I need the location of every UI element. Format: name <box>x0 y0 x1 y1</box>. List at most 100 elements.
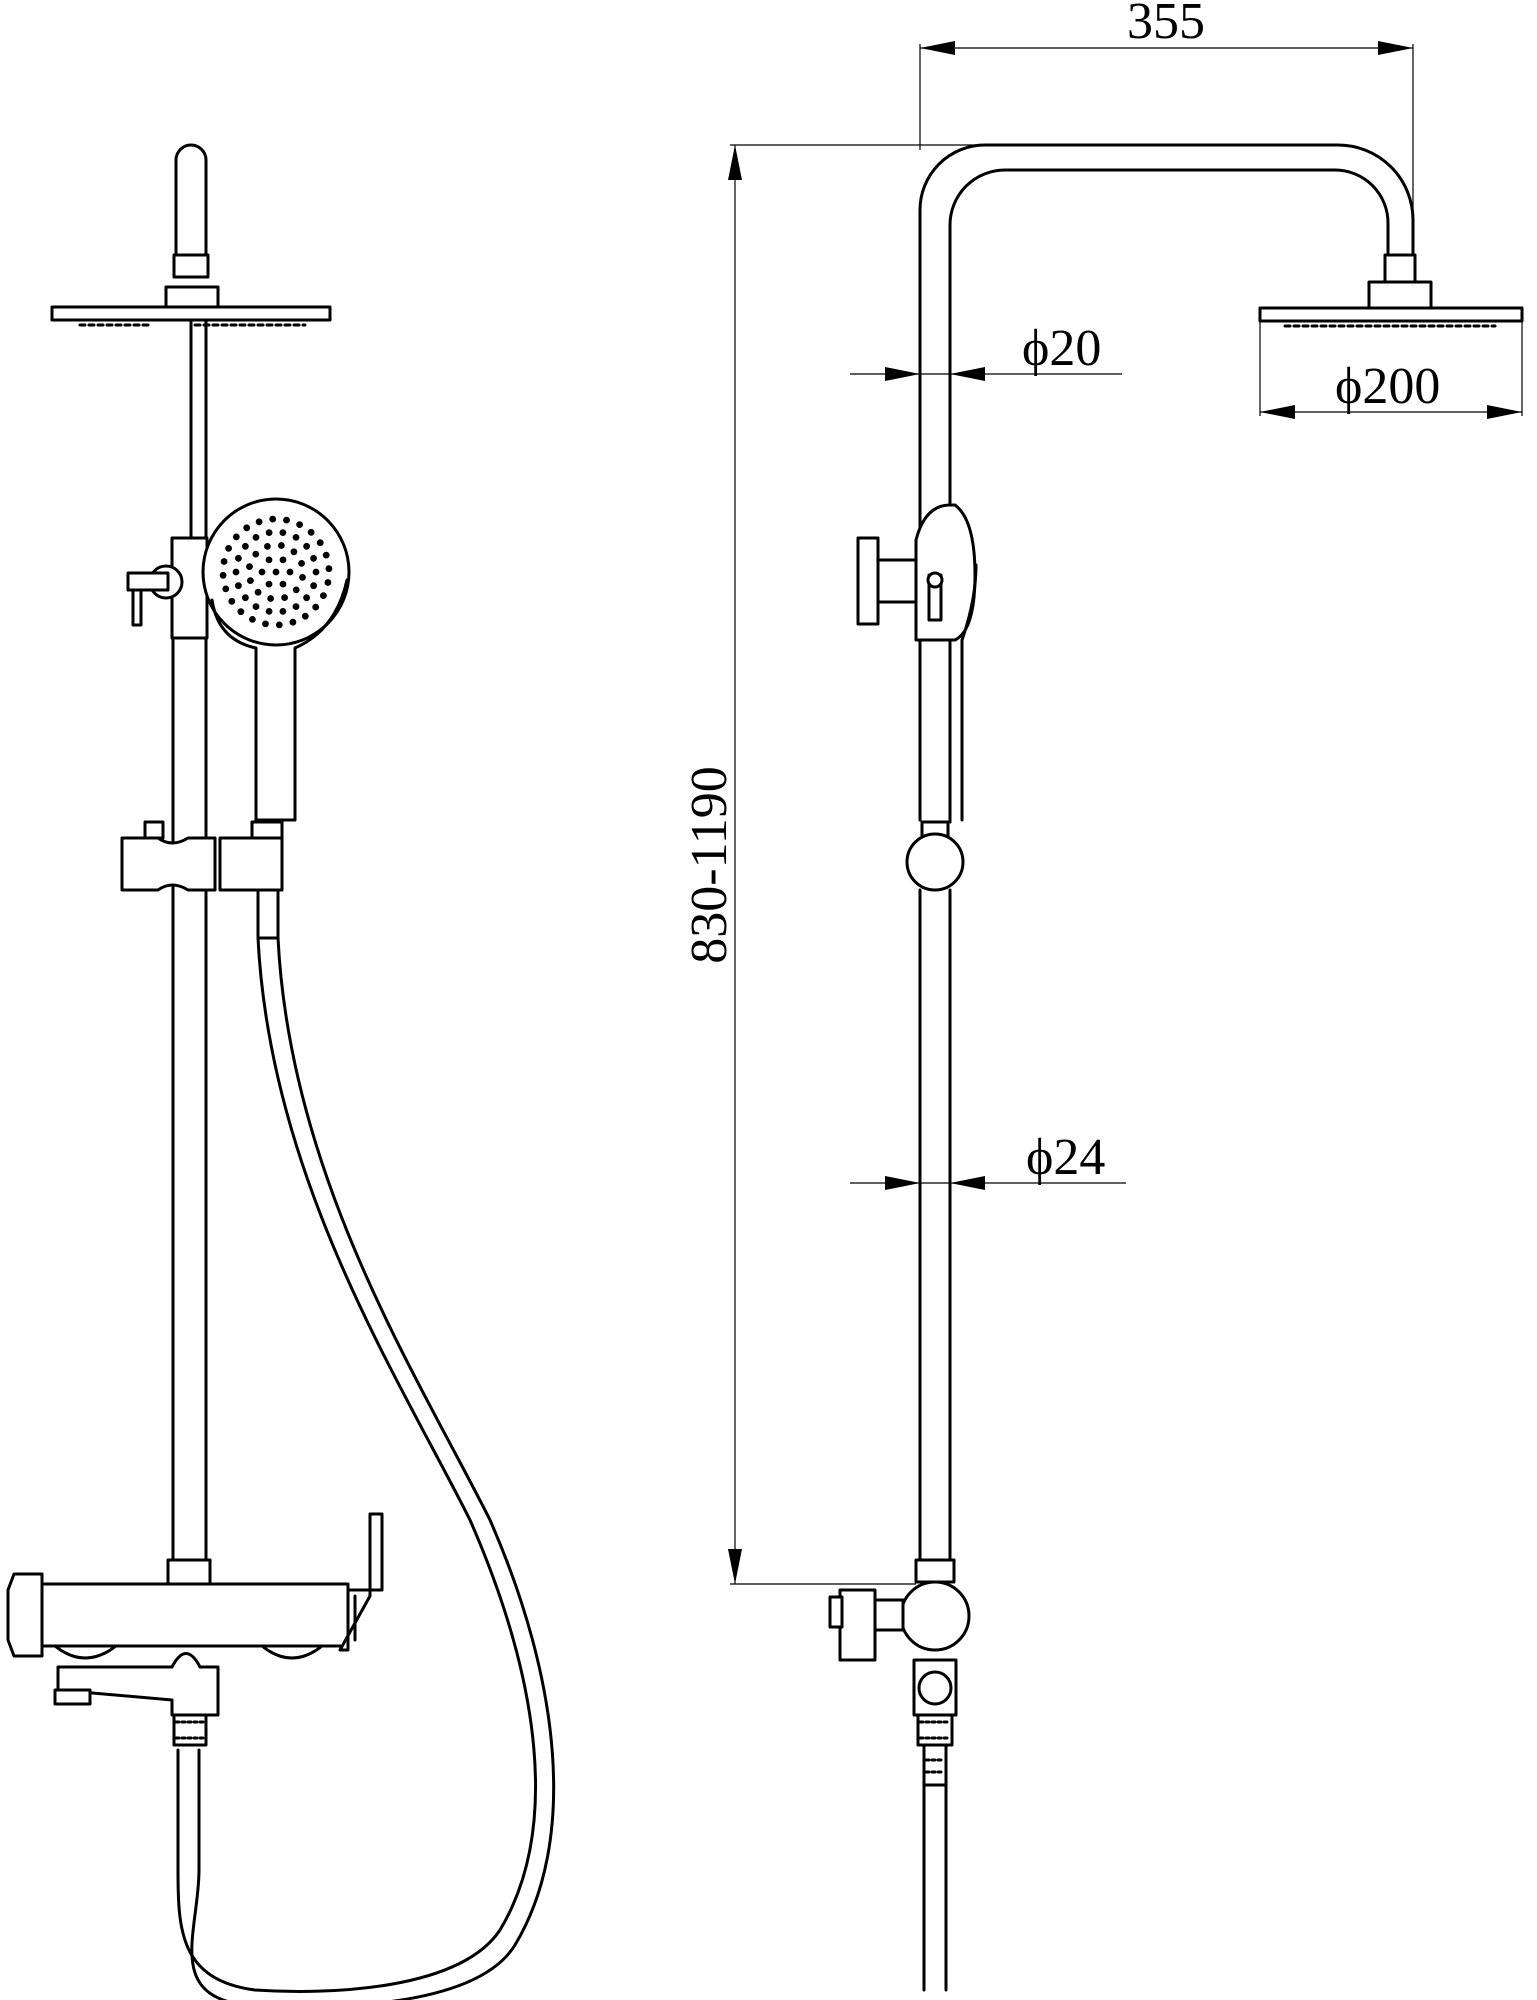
front-top-connector <box>172 253 210 279</box>
nozzle-dot <box>247 577 254 584</box>
dim-phi200-arrow-left <box>1260 405 1295 419</box>
front-mixer-handle <box>338 1512 384 1652</box>
side-hose-sleeve <box>922 1743 948 1787</box>
nozzle-dot <box>292 534 300 541</box>
dim-phi200-arrow-right <box>1487 405 1522 419</box>
nozzle-dot <box>272 568 280 576</box>
nozzle-dot <box>283 516 290 524</box>
nozzle-dot <box>265 529 273 536</box>
nozzle-dot <box>255 518 263 526</box>
nozzle-dot <box>269 515 277 523</box>
nozzle-dot <box>237 608 245 616</box>
nozzle-dot <box>242 542 249 550</box>
front-holder-clip <box>250 820 284 840</box>
nozzle-dot <box>254 588 262 596</box>
dim-355-arrow-right <box>1378 41 1413 55</box>
dim-height-arrow-bottom <box>728 1549 742 1584</box>
nozzle-dot <box>264 543 271 550</box>
side-mixer-body <box>899 1580 971 1652</box>
nozzle-dot <box>265 608 273 615</box>
dimension-lines: 355 ϕ20 ϕ200 830-1190 ϕ24 <box>681 0 1523 1585</box>
side-head-connector <box>1383 253 1417 284</box>
front-mixer-end-cap <box>6 1572 44 1658</box>
nozzle-dot <box>290 548 298 556</box>
front-rain-head-plate <box>50 305 332 322</box>
nozzle-dot <box>228 597 236 605</box>
nozzle-dot <box>301 612 309 620</box>
nozzle-dot <box>262 620 269 628</box>
dim-phi20-arrow-right <box>950 367 985 381</box>
nozzle-dot <box>303 542 310 550</box>
nozzle-dot <box>299 574 306 581</box>
front-diverter-lever <box>131 588 143 627</box>
side-head-mount <box>1367 280 1433 310</box>
nozzle-dot <box>316 539 324 547</box>
front-top-cap <box>174 143 208 257</box>
nozzle-dot <box>292 586 300 594</box>
nozzle-dot <box>310 582 317 590</box>
side-hose-sleeve-thread <box>924 1758 946 1774</box>
nozzle-dot <box>232 533 240 541</box>
side-mixer-handle <box>838 1588 877 1662</box>
side-diverter-body <box>914 503 977 642</box>
front-mixer-wall-bump-right <box>260 1644 324 1660</box>
nozzle-dot <box>252 534 260 541</box>
front-hose-inner <box>190 936 556 2000</box>
nozzle-dot <box>267 595 274 602</box>
front-hand-shower-outline <box>210 578 349 822</box>
nozzle-dot <box>281 594 288 601</box>
nozzle-dot <box>303 594 310 602</box>
nozzle-dot <box>279 608 287 615</box>
nozzle-dot <box>286 568 294 576</box>
nozzle-dot <box>320 592 327 599</box>
nozzle-dot <box>279 580 287 588</box>
front-hose-nut-thread <box>174 1720 206 1740</box>
nozzle-dot <box>278 542 285 549</box>
side-arm-inner <box>948 168 1390 532</box>
front-mixer-body <box>40 1582 350 1648</box>
nozzle-dot <box>279 556 287 564</box>
side-rain-head-plate <box>1258 306 1524 323</box>
nozzle-dot <box>252 550 260 558</box>
nozzle-dot <box>265 580 273 588</box>
nozzle-dot <box>275 621 283 629</box>
front-riser-lower-connector <box>166 1558 212 1586</box>
nozzle-dot <box>219 571 227 579</box>
side-hose-nut-thread <box>918 1720 952 1740</box>
side-riser-connector <box>914 1558 956 1584</box>
front-spout-tip <box>53 1688 92 1706</box>
nozzle-dot <box>296 521 303 528</box>
nozzle-dot <box>246 563 253 570</box>
side-slider-knob <box>905 832 965 892</box>
side-hose <box>922 1783 948 1992</box>
nozzle-dot <box>243 524 251 532</box>
nozzle-dot <box>298 560 305 567</box>
nozzle-dot <box>322 551 330 559</box>
dim-355-arrow-left <box>920 41 955 55</box>
dim-phi200-label: ϕ200 <box>1335 358 1440 415</box>
front-slider-screw <box>143 820 165 840</box>
nozzle-dot <box>242 594 249 602</box>
side-arm-outer <box>918 143 1415 532</box>
nozzle-dot <box>310 554 317 562</box>
nozzle-dot <box>324 579 332 586</box>
front-hose-outer <box>176 936 538 1993</box>
dim-height-arrow-top <box>728 145 742 180</box>
front-mixer-wall-bump-left <box>53 1644 118 1660</box>
nozzle-dot <box>235 582 242 590</box>
nozzle-dot <box>292 603 300 610</box>
dim-phi20-label: ϕ20 <box>1022 320 1101 377</box>
nozzle-dot <box>235 554 242 562</box>
side-diverter-lever-knob <box>926 571 944 589</box>
nozzle-dot <box>220 558 228 565</box>
front-view <box>6 143 556 2000</box>
side-mixer-handle-cap <box>828 1595 844 1629</box>
side-spout-knob <box>917 1670 953 1706</box>
nozzle-dot <box>325 565 333 573</box>
front-hand-shower-nozzles <box>219 515 333 629</box>
nozzle-dot <box>312 603 320 611</box>
front-head-mount <box>164 285 220 309</box>
front-hose-nut-bottom <box>172 1713 208 1747</box>
